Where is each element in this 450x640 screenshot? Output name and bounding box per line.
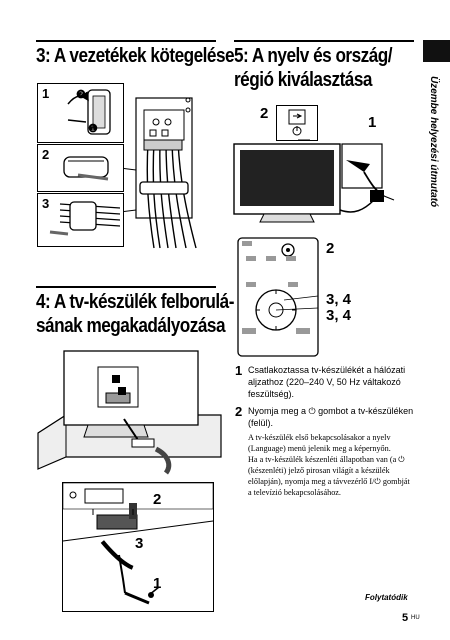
note-line4: (készenléti) jelző pirosan világít a kés… bbox=[248, 466, 390, 475]
page-number: 5 bbox=[402, 612, 409, 624]
anti-tip-callout-3: 3 bbox=[135, 535, 144, 552]
instruction-1-number: 1 bbox=[235, 363, 243, 378]
side-tab-label: Üzembe helyezési útmutató bbox=[428, 76, 439, 208]
continued-label: Folytatódik bbox=[365, 593, 408, 602]
section3-rule bbox=[36, 40, 216, 42]
anti-tip-callout-2: 2 bbox=[153, 491, 162, 508]
section4-title-line1: 4: A tv-készülék felborulá- bbox=[36, 291, 234, 313]
note-line1: A tv-készülék első bekapcsolásakor a nye… bbox=[248, 433, 391, 442]
tv-back-panel-illustration bbox=[55, 97, 197, 249]
instruction-2-number: 2 bbox=[235, 404, 243, 419]
plug-callout-1: 1 bbox=[368, 114, 377, 131]
note-line2: (Language) menü jelenik meg a képernyőn. bbox=[248, 444, 391, 453]
section5-rule bbox=[234, 40, 414, 42]
instruction-2-text-line1: Nyomja meg a ⏻ gombot a tv-készüléken bbox=[248, 406, 414, 416]
step1-inset: 1 ❷ ❶ bbox=[37, 83, 124, 143]
step1-label: 1 bbox=[42, 86, 50, 101]
instruction-1-text-line2: aljzathoz (220–240 V, 50 Hz váltakozó bbox=[248, 377, 401, 387]
instruction-1-text-line3: feszültség). bbox=[248, 389, 295, 399]
note-line3: Ha a tv-készülék készenléti állapotban v… bbox=[248, 455, 405, 464]
side-tab-marker bbox=[423, 40, 450, 62]
section4-rule bbox=[36, 286, 216, 288]
section3-title: 3: A vezetékek kötegelése bbox=[36, 45, 235, 67]
marker-1-label: ❶ bbox=[88, 123, 98, 135]
power-button-inset bbox=[276, 105, 318, 141]
anti-tip-detail-inset: 2 3 1 bbox=[62, 482, 214, 612]
step2-inset: 2 bbox=[37, 144, 124, 192]
note-line5: előlapján), nyomja meg a távvezérlő I/⏻ … bbox=[248, 477, 410, 486]
section5-title-line2: régió kiválasztása bbox=[234, 69, 372, 91]
step3-inset: 3 bbox=[37, 193, 124, 247]
section4-title-line2: sának megakadályozása bbox=[36, 315, 226, 337]
remote-control-illustration bbox=[237, 237, 319, 357]
remote-callout-34b: 3, 4 bbox=[326, 307, 352, 324]
remote-callout-2: 2 bbox=[326, 240, 335, 257]
page-language-suffix: HU bbox=[411, 615, 420, 621]
step2-label: 2 bbox=[42, 147, 50, 162]
step3-label: 3 bbox=[42, 196, 50, 211]
remote-callout-34a: 3, 4 bbox=[326, 291, 352, 308]
anti-tip-callout-1: 1 bbox=[153, 575, 162, 592]
tv-on-cabinet-illustration bbox=[37, 350, 222, 475]
instruction-2-text-line2: (felül). bbox=[248, 418, 274, 428]
power-callout-2: 2 bbox=[260, 105, 269, 122]
tv-front-illustration bbox=[233, 139, 395, 223]
note-line6: a televízió bekapcsolásához. bbox=[248, 488, 341, 497]
marker-2-label: ❷ bbox=[76, 89, 86, 101]
section5-title-line1: 5: A nyelv és ország/ bbox=[234, 45, 393, 67]
instruction-1-text-line1: Csatlakoztassa tv-készülékét a hálózati bbox=[248, 365, 406, 375]
